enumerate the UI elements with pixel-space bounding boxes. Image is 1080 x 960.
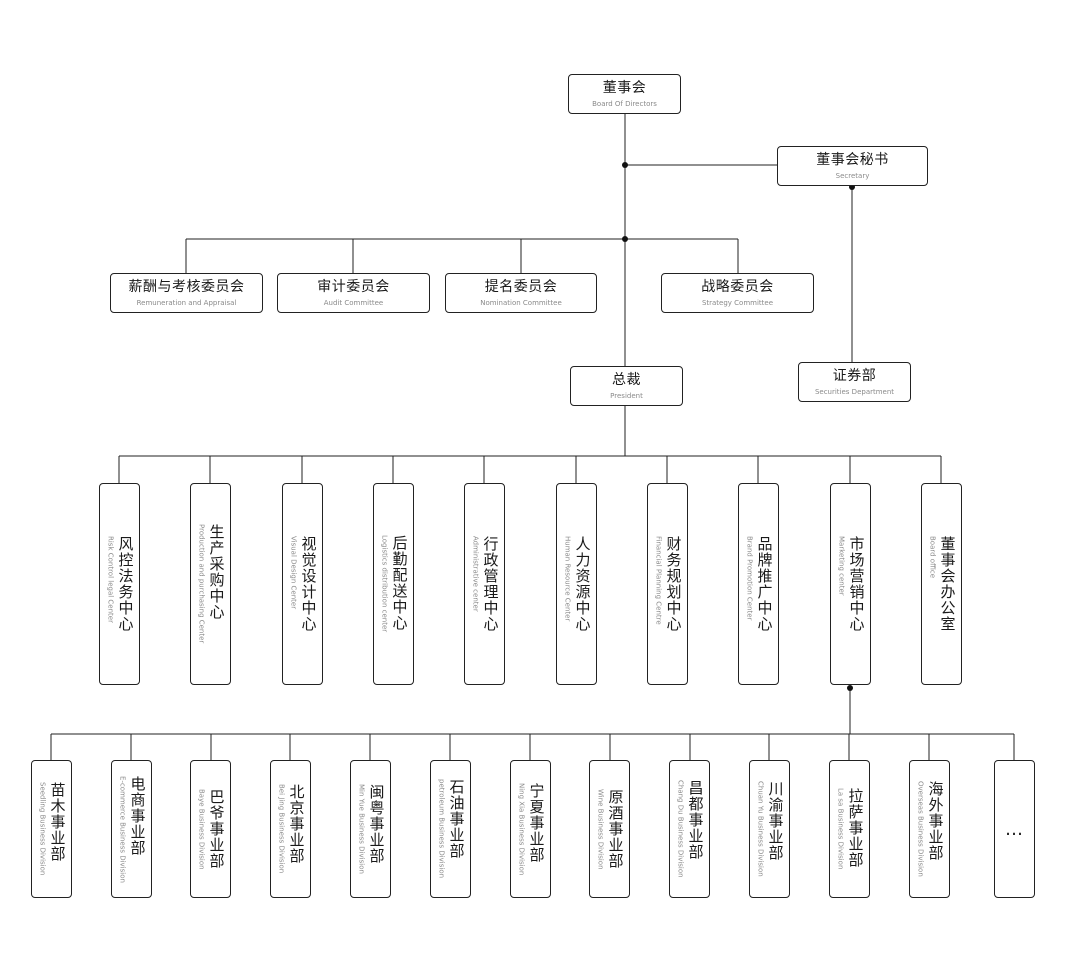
center-sublabel: Logistics distribution center <box>380 535 389 633</box>
division-sublabel: Ning Xia Business Division <box>517 782 526 876</box>
committee-label: 提名委员会 <box>484 278 558 295</box>
division-sublabel: petroleum Business Division <box>437 779 446 879</box>
president-box: 总裁 President <box>570 366 683 406</box>
division-label: 巴爷事业部 <box>207 788 226 869</box>
center-label: 市场营销中心 <box>847 536 866 632</box>
division-sublabel: Chang Du Business Division <box>676 780 685 878</box>
center-sublabel: Risk Control legal Center <box>106 536 115 623</box>
center-sublabel: Financial Planning Centre <box>654 536 663 625</box>
division-sublabel: Baye Business Division <box>197 788 206 870</box>
division-label: 宁夏事业部 <box>527 782 546 863</box>
division-label: 苗木事业部 <box>48 782 67 863</box>
ellipsis-icon: … <box>1005 818 1024 840</box>
center-sublabel: Visual Design Center <box>289 536 298 610</box>
division-sublabel: Bei Jing Business Division <box>277 784 286 874</box>
division-label: 拉萨事业部 <box>846 788 865 869</box>
division-label: 昌都事业部 <box>686 780 705 861</box>
division-label: 闽粤事业部 <box>367 784 386 865</box>
committee-sublabel: Nomination Committee <box>480 298 562 307</box>
division-sublabel: Min Yue Business Division <box>357 784 366 874</box>
division-sublabel: E-commerce Business Division <box>118 775 127 883</box>
board-label: 董事会 <box>602 79 647 96</box>
president-label: 总裁 <box>612 371 641 388</box>
division-label: 原酒事业部 <box>606 788 625 869</box>
center-sublabel: Marketing center <box>837 536 846 596</box>
more-divisions-box: … <box>994 760 1035 898</box>
center-sublabel: Brand Promotion Center <box>745 536 754 621</box>
center-sublabel: Board office <box>928 536 937 579</box>
committee-label: 薪酬与考核委员会 <box>128 278 245 295</box>
secretary-label: 董事会秘书 <box>816 151 889 168</box>
committee-strategy-box: 战略委员会 Strategy Committee <box>661 273 814 313</box>
center-label: 视觉设计中心 <box>299 536 318 632</box>
center-label: 人力资源中心 <box>573 536 592 632</box>
center-label: 生产采购中心 <box>207 524 226 621</box>
division-sublabel: Overseas Business Division <box>916 781 925 877</box>
committee-audit-box: 审计委员会 Audit Committee <box>277 273 430 313</box>
center-sublabel: Administrative center <box>471 536 480 612</box>
committee-label: 战略委员会 <box>701 278 774 295</box>
center-label: 风控法务中心 <box>116 536 135 632</box>
securities-label: 证券部 <box>832 367 877 384</box>
committee-sublabel: Remuneration and Appraisal <box>136 298 237 307</box>
board-of-directors-box: 董事会 Board Of Directors <box>568 74 681 114</box>
division-label: 川渝事业部 <box>766 781 785 862</box>
division-label: 北京事业部 <box>287 784 306 865</box>
committee-label: 审计委员会 <box>317 278 390 295</box>
committee-nomination-box: 提名委员会 Nomination Committee <box>445 273 597 313</box>
president-sublabel: President <box>610 391 643 400</box>
securities-department-box: 证券部 Securities Department <box>798 362 911 402</box>
center-label: 董事会办公室 <box>938 536 957 632</box>
center-label: 品牌推广中心 <box>755 536 774 632</box>
center-label: 后勤配送中心 <box>390 535 409 632</box>
center-sublabel: Production and purchasing Center <box>197 524 206 644</box>
division-sublabel: Chuan Yu Business Division <box>756 781 765 877</box>
secretary-box: 董事会秘书 Secretary <box>777 146 928 186</box>
committee-sublabel: Strategy Committee <box>701 298 774 307</box>
board-sublabel: Board Of Directors <box>592 99 657 108</box>
division-label: 石油事业部 <box>447 779 466 860</box>
committee-remuneration-box: 薪酬与考核委员会 Remuneration and Appraisal <box>110 273 263 313</box>
center-label: 行政管理中心 <box>481 536 500 632</box>
center-label: 财务规划中心 <box>664 536 683 632</box>
division-sublabel: La sa Business Division <box>836 788 845 870</box>
committee-sublabel: Audit Committee <box>323 298 384 307</box>
securities-sublabel: Securities Department <box>814 387 895 396</box>
secretary-sublabel: Secretary <box>835 171 870 180</box>
division-sublabel: Wine Business Division <box>596 788 605 870</box>
division-sublabel: Seedling Business Division <box>38 782 47 876</box>
division-label: 电商事业部 <box>128 775 147 856</box>
center-sublabel: Human Resource Center <box>563 536 572 622</box>
division-label: 海外事业部 <box>926 781 945 862</box>
